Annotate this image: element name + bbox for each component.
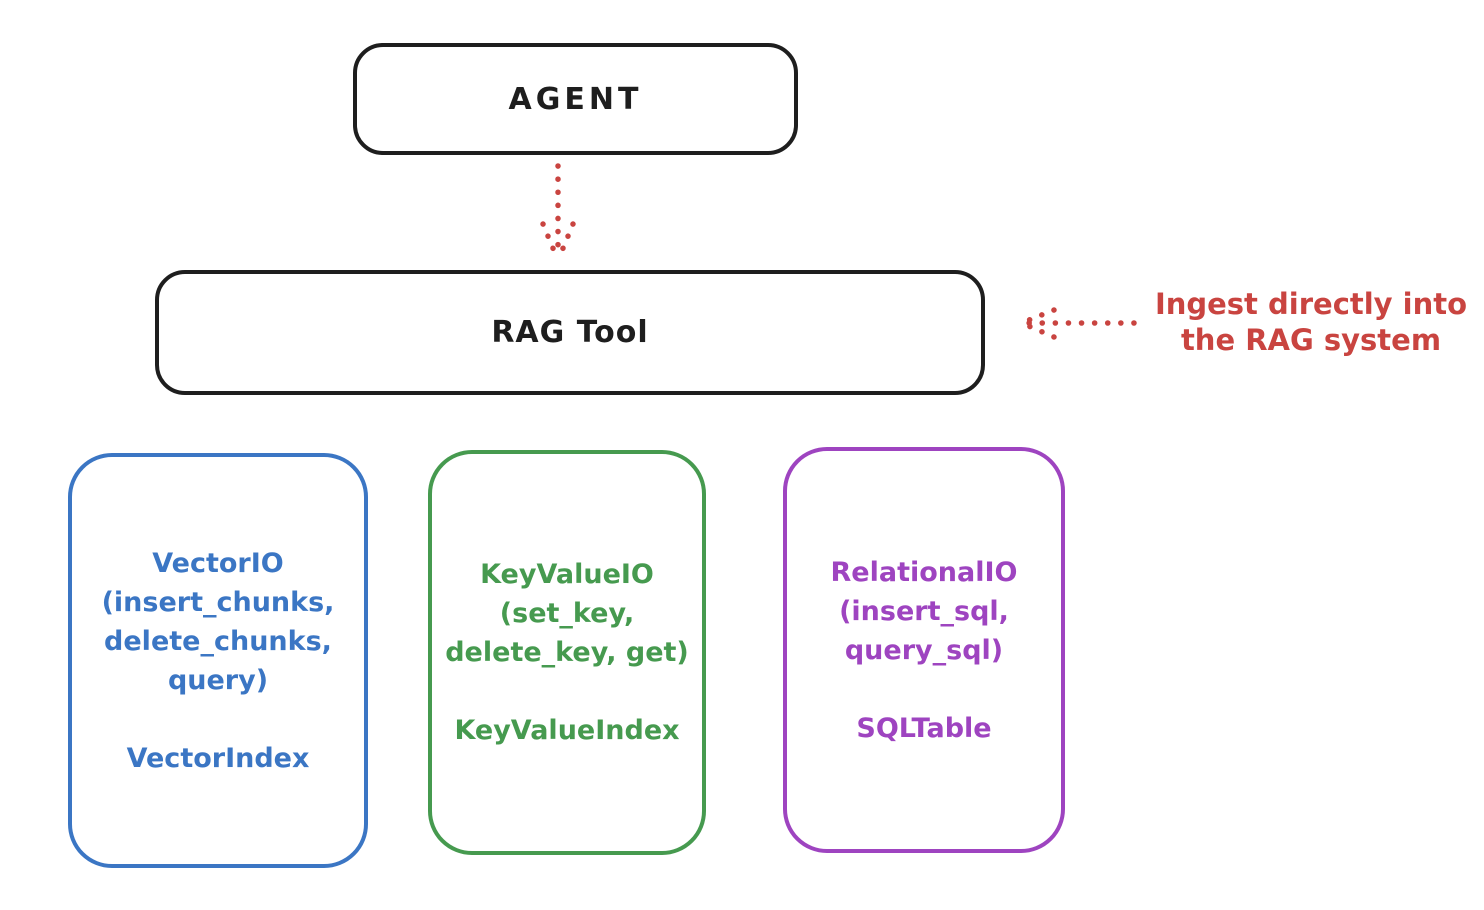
sql-table-label: SQLTable (856, 712, 992, 744)
relational-io-box: RelationalIO (insert_sql, query_sql) SQL… (783, 447, 1065, 853)
ingest-annotation-line-2: the RAG system (1180, 323, 1442, 357)
vector-io-line-4: query) (167, 664, 269, 696)
vector-io-line-3: delete_chunks, (104, 625, 332, 657)
keyvalue-io-box: KeyValueIO (set_key, delete_key, get) Ke… (428, 450, 706, 855)
agent-to-ragtool-arrow-icon (540, 163, 576, 261)
keyvalue-io-title: KeyValueIO (480, 559, 654, 590)
annotation-to-ragtool-arrow-icon (1021, 307, 1137, 340)
vector-index-label: VectorIndex (126, 742, 310, 774)
relational-io-line-2: (insert_sql, (839, 595, 1009, 627)
relational-io-title: RelationalIO (830, 556, 1018, 588)
agent-node: AGENT (353, 43, 798, 155)
rag-tool-label: RAG Tool (491, 315, 649, 350)
keyvalue-io-line-3: delete_key, get) (445, 637, 689, 668)
ingest-annotation: Ingest directly into the RAG system (1138, 286, 1484, 358)
relational-io-line-3: query_sql) (844, 634, 1004, 666)
keyvalue-index-label: KeyValueIndex (454, 715, 680, 746)
vector-io-title: VectorIO (152, 547, 284, 579)
vector-io-line-2: (insert_chunks, (101, 586, 335, 618)
rag-tool-node: RAG Tool (155, 270, 985, 395)
ingest-annotation-line-1: Ingest directly into (1154, 287, 1468, 321)
keyvalue-io-line-2: (set_key, (499, 598, 635, 629)
agent-label: AGENT (508, 81, 643, 117)
vector-io-box: VectorIO (insert_chunks, delete_chunks, … (68, 453, 368, 868)
